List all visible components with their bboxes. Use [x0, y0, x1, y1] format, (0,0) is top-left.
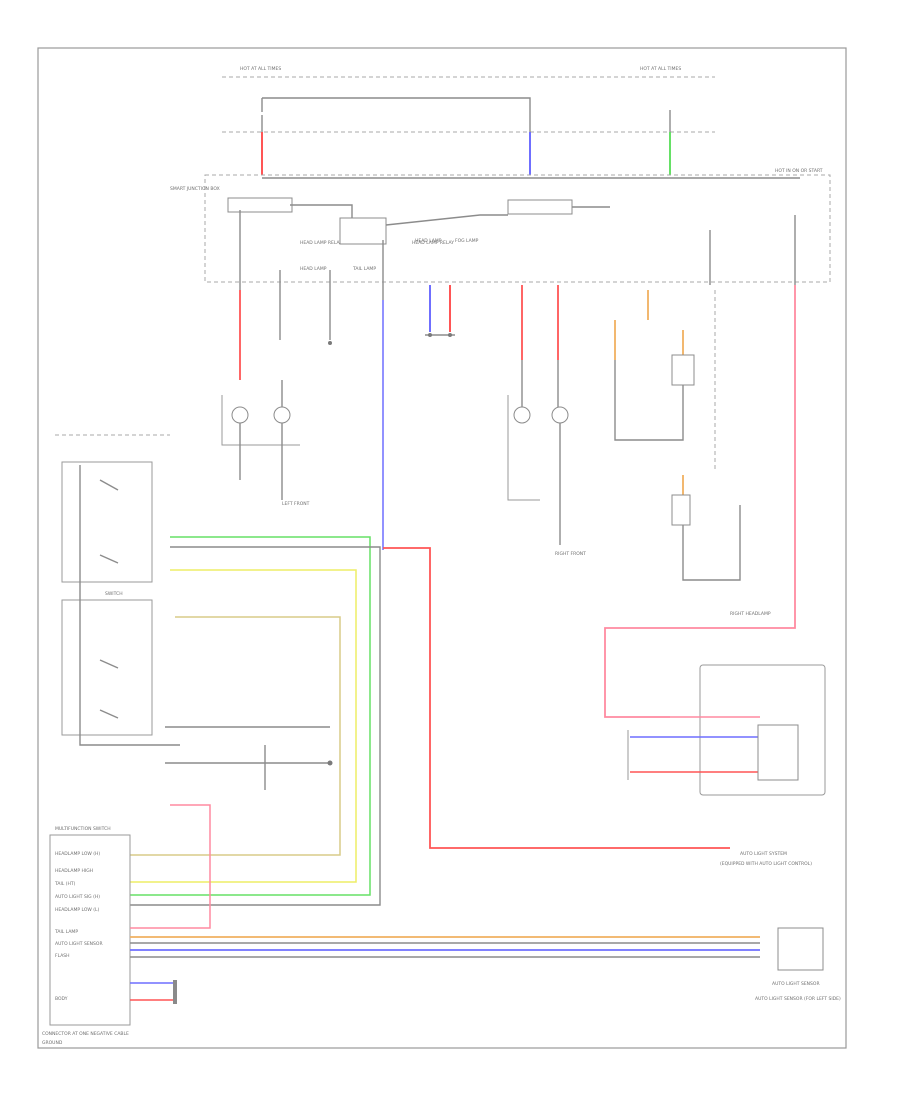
switch-row-1: HEADLAMP LOW (H) [55, 851, 100, 857]
lamp-bulb-left-2 [273, 406, 291, 424]
relay-left-coil [227, 197, 293, 213]
auto-module-sub: (EQUIPPED WITH AUTO LIGHT CONTROL) [720, 861, 812, 867]
right-relay-box [671, 354, 695, 386]
harness-gray-wire [130, 546, 381, 906]
top-horizontal-wire [262, 97, 531, 115]
ground-bottom-label: GROUND [42, 1040, 63, 1046]
lower-sensor-sub: AUTO LIGHT SENSOR (FOR LEFT SIDE) [755, 996, 841, 1002]
ground-label-right: RIGHT HEADLAMP [730, 611, 771, 617]
lamp-bulb-center-2 [551, 406, 569, 424]
fuse-label-right: HOT AT ALL TIMES [640, 66, 681, 72]
right-relay-ground [614, 360, 684, 441]
footnote: CONNECTOR AT ONE NEGATIVE CABLE [42, 1031, 129, 1037]
lamp-bulb-center-1 [513, 406, 531, 424]
left-switch-contact-1 [99, 479, 119, 491]
switch-row-7: AUTO LIGHT SENSOR [55, 941, 103, 947]
relay-right-label: HEAD LAMP RELAY [412, 240, 454, 246]
pink-return-wire [130, 804, 211, 929]
harness-green-wire [130, 536, 371, 896]
ground-label-left: LEFT FRONT [282, 501, 310, 507]
harness-yellow-wire [130, 569, 357, 883]
relay-right-link [385, 214, 508, 226]
left-switch-rail [79, 465, 180, 746]
row-label-foglamp: FOG LAMP [455, 238, 479, 244]
center-lamp-bracket [507, 395, 540, 501]
junction-box-outline [204, 174, 831, 283]
auto-module-label: AUTO LIGHT SYSTEM [740, 851, 787, 857]
right-pink-wire [604, 285, 796, 718]
harness-tan-wire [130, 616, 341, 856]
switch-row-4: AUTO LIGHT SIG (H) [55, 894, 100, 900]
left-switch-upper [61, 461, 153, 583]
relay-right-coil [507, 199, 573, 215]
long-red-wire [383, 547, 730, 849]
left-switch-contact-4 [99, 709, 119, 719]
left-switch-contact-3 [99, 659, 119, 669]
relay-link-wire [290, 204, 353, 218]
row-label-headlamp-2: HEAD LAMP [415, 238, 442, 244]
ground-label-center: RIGHT FRONT [555, 551, 586, 557]
left-switch-lower [61, 599, 153, 736]
lower-sensor-label: AUTO LIGHT SENSOR [772, 981, 820, 987]
switch-row-6: TAIL LAMP [54, 929, 78, 935]
right-module-outline [699, 664, 826, 796]
switch-row-3: TAIL (HT) [54, 881, 76, 887]
left-ground-dot [328, 341, 332, 345]
bottom-connector [173, 980, 177, 1004]
left-lamp-bracket [221, 395, 300, 446]
right-lower-relay-ground [682, 505, 741, 581]
bus-right-label: HOT IN ON OR START [775, 168, 823, 174]
left-switch-contact-2 [99, 554, 119, 564]
right-module-inner-box [757, 724, 799, 781]
auto-light-sensor [777, 927, 824, 971]
right-lower-relay-box [671, 494, 691, 526]
switch-row-2: HEADLAMP HIGH [55, 868, 93, 874]
fuse-label-left: HOT AT ALL TIMES [240, 66, 281, 72]
left-switch-note: SWITCH [105, 591, 123, 597]
harness-splice-dot [327, 760, 333, 766]
multifunction-switch-box [49, 834, 131, 1026]
diagram-frame [37, 47, 847, 1049]
pair-connector-dot-left [428, 333, 432, 337]
switch-row-9: BODY [55, 996, 68, 1002]
relay-left-label: HEAD LAMP RELAY [300, 240, 342, 246]
lamp-bulb-left-1 [231, 406, 249, 424]
row-label-tail: TAIL LAMP [352, 266, 376, 272]
switch-row-8: FLASH [55, 953, 70, 959]
row-label-headlamp: HEAD LAMP [300, 266, 327, 272]
pair-connector-dot-right [448, 333, 452, 337]
junction-box-label: SMART JUNCTION BOX [170, 186, 220, 192]
switch-box-title: MULTIFUNCTION SWITCH [55, 826, 111, 832]
switch-row-5: HEADLAMP LOW (L) [55, 907, 100, 913]
relay-center-block [339, 217, 387, 245]
